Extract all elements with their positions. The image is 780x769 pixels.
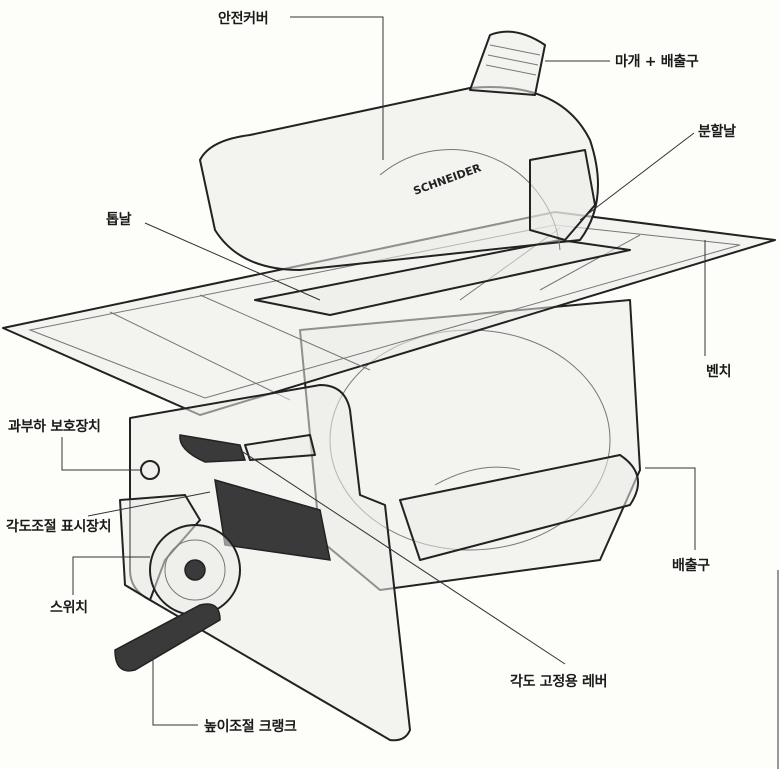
label-safety-cover: 안전커버 bbox=[218, 11, 269, 27]
angle-lock-lever bbox=[179, 434, 247, 463]
dust-port-cap bbox=[469, 30, 546, 96]
label-switch: 스위치 bbox=[50, 600, 88, 616]
label-bench: 벤치 bbox=[706, 364, 732, 380]
safety-cover bbox=[199, 86, 599, 271]
crank-handle bbox=[114, 603, 221, 672]
label-overload-protector: 과부하 보호장치 bbox=[8, 419, 101, 435]
outlet-tube bbox=[399, 454, 639, 561]
label-height-crank: 높이조절 크랭크 bbox=[204, 719, 297, 735]
label-cap-outlet: 마개 + 배출구 bbox=[615, 54, 699, 70]
throat-plate bbox=[254, 239, 631, 316]
riving-knife bbox=[529, 149, 596, 241]
label-riving-knife: 분할날 bbox=[698, 124, 736, 140]
rotation-arrow bbox=[434, 466, 521, 486]
label-angle-lock-lever: 각도 고정용 레버 bbox=[510, 674, 608, 690]
label-saw-blade: 톱날 bbox=[106, 212, 132, 228]
angle-scale bbox=[214, 478, 331, 561]
overload-button bbox=[140, 460, 160, 480]
label-angle-indicator: 각도조절 표시장치 bbox=[6, 519, 112, 535]
label-outlet: 배출구 bbox=[672, 558, 710, 574]
